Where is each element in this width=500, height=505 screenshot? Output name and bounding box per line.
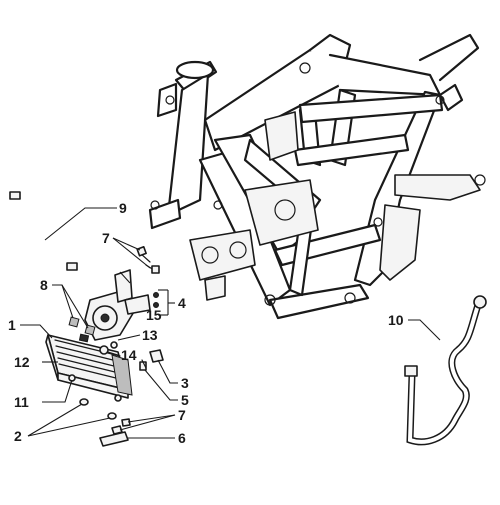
callout-7-upper: 7 <box>102 230 110 246</box>
callout-6: 6 <box>178 430 186 446</box>
callout-4: 4 <box>178 295 186 311</box>
hose-part-9 <box>9 191 78 271</box>
callout-8: 8 <box>40 277 48 293</box>
callout-3: 3 <box>181 375 189 391</box>
callout-7-lower: 7 <box>178 407 186 423</box>
water-pump-assembly <box>84 269 159 341</box>
callout-13: 13 <box>142 327 158 343</box>
callout-12: 12 <box>14 354 30 370</box>
callout-15: 15 <box>146 307 162 323</box>
hose-part-10 <box>404 295 487 446</box>
callout-14: 14 <box>121 347 137 363</box>
callout-1: 1 <box>8 317 16 333</box>
leader-lines <box>20 207 441 439</box>
callout-11: 11 <box>14 394 29 410</box>
scooter-frame <box>148 33 486 320</box>
radiator-part-1 <box>45 333 133 402</box>
callout-labels: 1 2 3 4 5 6 7 7 8 9 10 11 12 13 14 15 <box>8 200 404 446</box>
callout-5: 5 <box>181 392 189 408</box>
small-hardware <box>68 316 164 447</box>
callout-9: 9 <box>119 200 127 216</box>
callout-10: 10 <box>388 312 404 328</box>
callout-2: 2 <box>14 428 22 444</box>
